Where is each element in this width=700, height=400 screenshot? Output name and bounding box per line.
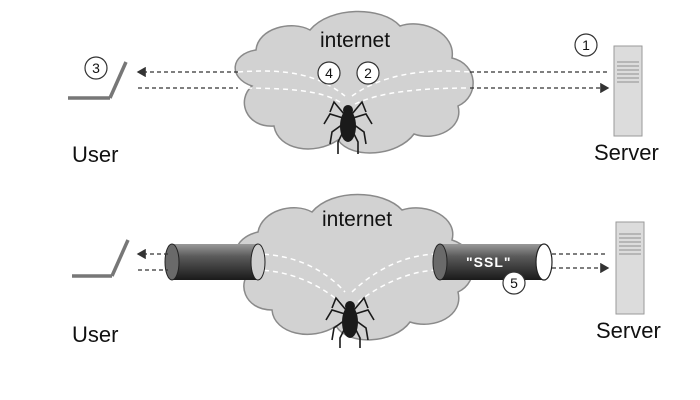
laptop-icon bbox=[72, 239, 130, 278]
step-4-badge: 4 bbox=[317, 61, 341, 85]
spider-icon bbox=[323, 100, 373, 154]
bottom-cloud-label: internet bbox=[322, 208, 392, 231]
svg-text:2: 2 bbox=[364, 65, 372, 81]
svg-text:3: 3 bbox=[92, 60, 100, 76]
top-server-label: Server bbox=[594, 140, 659, 165]
step-2-badge: 2 bbox=[356, 61, 380, 85]
bottom-user-label: User bbox=[72, 322, 118, 347]
step-1-badge: 1 bbox=[574, 33, 598, 57]
svg-text:5: 5 bbox=[510, 275, 518, 291]
bottom-server-label: Server bbox=[596, 318, 661, 343]
server-tower-icon bbox=[615, 221, 645, 315]
step-3-badge: 3 bbox=[84, 56, 108, 80]
ssl-tunnel-label: "SSL" bbox=[466, 254, 512, 270]
spider-icon bbox=[325, 296, 375, 348]
svg-text:4: 4 bbox=[325, 65, 333, 81]
top-user-label: User bbox=[72, 142, 118, 167]
bottom-panel: internet "SSL" User bbox=[72, 193, 661, 348]
top-panel: internet User Server bbox=[68, 10, 659, 167]
svg-text:1: 1 bbox=[582, 37, 590, 53]
top-cloud-label: internet bbox=[320, 29, 390, 52]
left-encrypted-tube bbox=[164, 243, 266, 281]
top-internet-cloud bbox=[234, 10, 474, 154]
server-tower-icon bbox=[613, 45, 643, 137]
laptop-icon bbox=[68, 61, 128, 100]
step-5-badge: 5 bbox=[502, 271, 526, 295]
ssl-tunnel: "SSL" bbox=[432, 243, 553, 281]
